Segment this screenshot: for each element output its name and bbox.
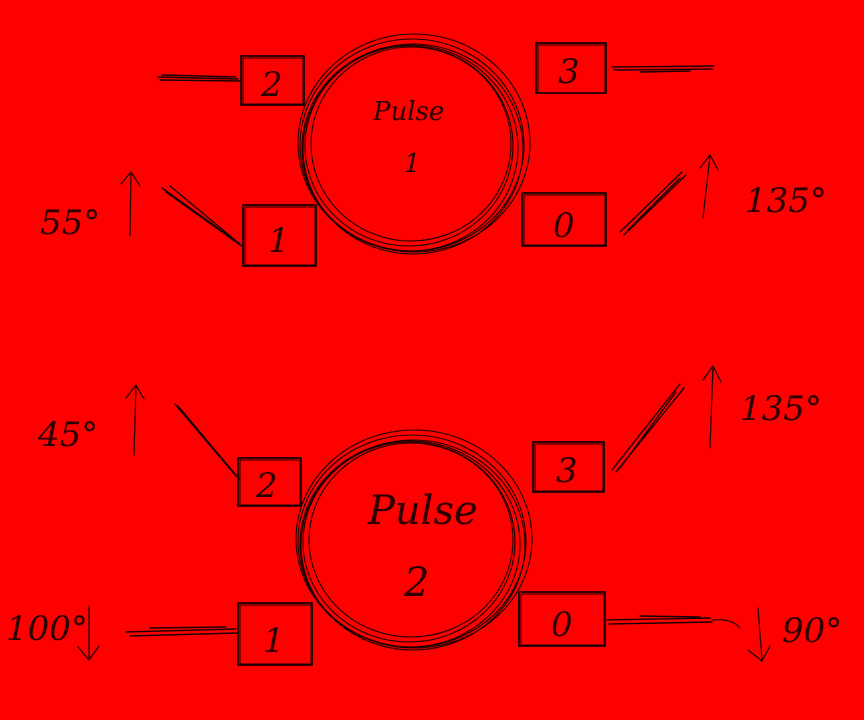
pulse-1-box-0: 0 <box>521 192 607 247</box>
pulse-2-bottom-right-arrow <box>711 607 771 662</box>
pulse-2-top-left-arrow <box>125 384 145 456</box>
pulse-2-box-1-label: 1 <box>263 621 285 661</box>
pulse-2-angle-top-left: 45° <box>37 415 98 455</box>
pulse-2-top-right-arrow <box>702 365 722 449</box>
pulse-2-box-2: 2 <box>237 457 302 507</box>
pulse-1-diagram: Pulse 1 2 3 1 0 <box>40 33 827 267</box>
pulse-2-circle <box>295 429 533 651</box>
pulse-2-angle-bottom-left: 100° <box>6 609 88 649</box>
pulse-1-box-1-label: 1 <box>268 221 290 261</box>
pulse-2-number: 2 <box>403 560 429 606</box>
pulse-1-title: Pulse <box>372 97 444 127</box>
pulse-1-right-arrow <box>699 154 719 219</box>
pulse-2-box-3-label: 3 <box>556 451 578 491</box>
pulse-1-number: 1 <box>404 149 421 179</box>
pulse-2-bottom-left-arrow <box>77 605 100 661</box>
pulse-1-angle-left: 55° <box>40 203 100 243</box>
pulse-1-box-0-label: 0 <box>553 206 575 246</box>
pulse-2-angle-bottom-right: 90° <box>782 611 842 651</box>
pulse-1-box-2-label: 2 <box>260 65 283 105</box>
pulse-1-box-1: 1 <box>242 204 317 267</box>
pulse-2-box-0: 0 <box>518 591 606 647</box>
pulse-2-box-3: 3 <box>532 441 605 493</box>
pulse-2-title: Pulse <box>367 488 478 534</box>
pulse-1-box-2: 2 <box>240 55 305 106</box>
pulse-1-lines <box>157 65 715 248</box>
pulse-2-box-2-label: 2 <box>255 466 278 506</box>
pulse-2-box-1: 1 <box>237 602 313 666</box>
pulse-1-circle <box>297 33 531 255</box>
pulse-1-box-3: 3 <box>535 42 607 94</box>
pulse-2-lines <box>125 383 713 637</box>
pulse-2-diagram: Pulse 2 2 3 1 0 <box>6 365 842 666</box>
pulse-1-box-3-label: 3 <box>558 52 580 92</box>
pulse-1-angle-right: 135° <box>745 181 827 221</box>
pulse-2-angle-top-right: 135° <box>740 389 822 429</box>
pulse-2-box-0-label: 0 <box>551 605 573 645</box>
pulse-1-left-arrow <box>120 171 141 237</box>
